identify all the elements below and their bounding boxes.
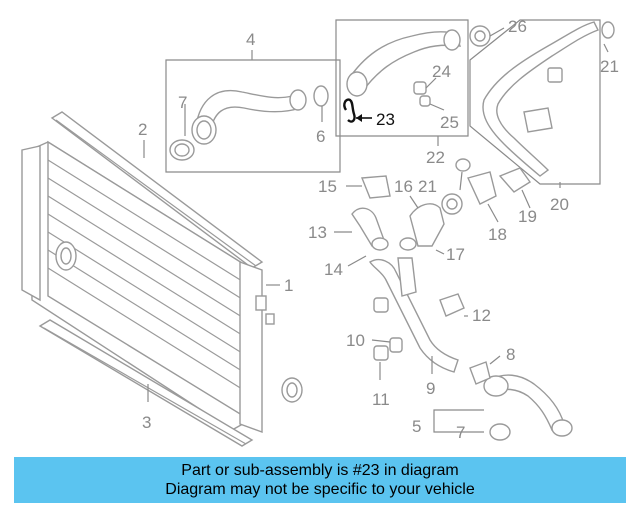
callout-7-bottom: 7: [456, 423, 465, 442]
callout-5: 5: [412, 417, 421, 436]
intercooler-assembly: [21, 111, 303, 447]
callout-22: 22: [426, 148, 445, 167]
callout-25: 25: [440, 113, 459, 132]
callout-10: 10: [346, 331, 365, 350]
lower-hose-assembly: [469, 361, 573, 441]
callout-18: 18: [488, 225, 507, 244]
callout-1: 1: [284, 276, 293, 295]
info-banner: Part or sub-assembly is #23 in diagram D…: [14, 457, 626, 503]
callout-20: 20: [550, 195, 569, 214]
callout-14: 14: [324, 260, 343, 279]
callout-3: 3: [142, 413, 151, 432]
parts-diagram: 1 2 3 4 5 6 7 7 8 9 10 11 12 13 14 15 16…: [21, 17, 619, 447]
callout-4: 4: [246, 30, 255, 49]
callout-17: 17: [446, 245, 465, 264]
callout-13: 13: [308, 223, 327, 242]
callout-7-top: 7: [178, 93, 187, 112]
callout-21-top: 21: [600, 57, 619, 76]
callout-labels: 1 2 3 4 5 6 7 7 8 9 10 11 12 13 14 15 16…: [138, 17, 619, 442]
callout-6: 6: [316, 127, 325, 146]
callout-16: 16: [394, 177, 413, 196]
hose-assembly-box-22: [335, 19, 469, 146]
callout-11: 11: [372, 390, 390, 409]
callout-19: 19: [518, 207, 537, 226]
charge-pipe-assembly: [351, 158, 532, 373]
callout-15: 15: [318, 177, 337, 196]
callout-21-center: 21: [418, 177, 437, 196]
callout-9: 9: [426, 379, 435, 398]
part-23-clamp[interactable]: [343, 98, 372, 123]
banner-line-2: Diagram may not be specific to your vehi…: [165, 481, 475, 498]
banner-line-1: Part or sub-assembly is #23 in diagram: [181, 462, 459, 479]
hose-assembly-box-4: [165, 50, 341, 173]
callout-24: 24: [432, 62, 451, 81]
right-pipe-assembly: [469, 19, 615, 185]
callout-23: 23: [376, 110, 395, 129]
callout-2: 2: [138, 120, 147, 139]
callout-26: 26: [508, 17, 527, 36]
callout-8: 8: [506, 345, 515, 364]
leader-lines: [143, 27, 609, 433]
callout-12: 12: [472, 306, 491, 325]
